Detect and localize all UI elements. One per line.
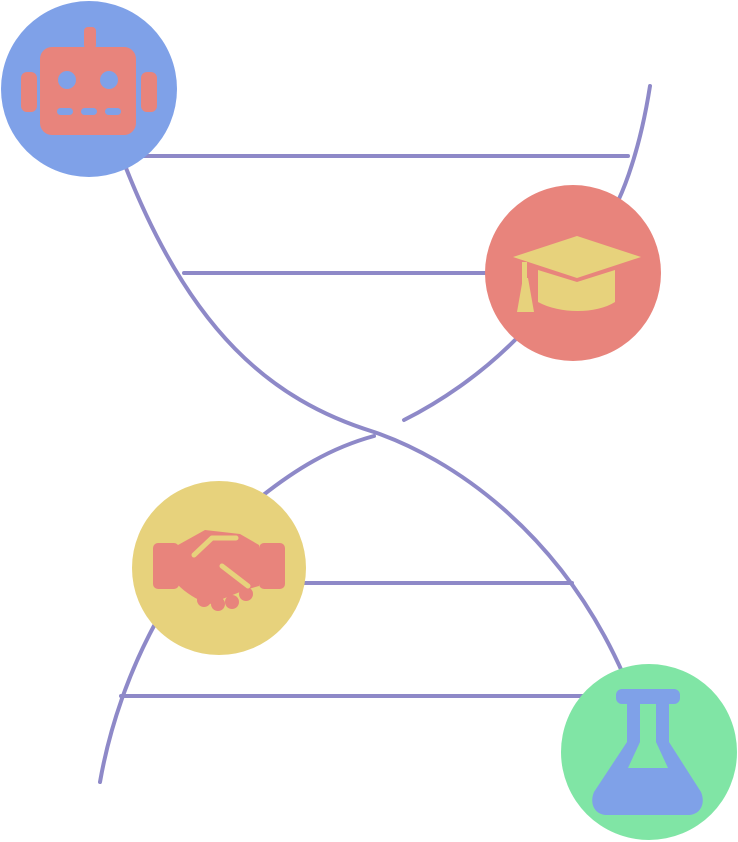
helix-rungs [119, 154, 630, 698]
node-handshake [132, 481, 306, 655]
helix-strand-left-upper [124, 166, 626, 678]
node-robot [1, 1, 177, 177]
node-flask [561, 664, 737, 840]
helix-strand-left-lower [98, 622, 157, 784]
graduation-cap-icon [513, 236, 641, 312]
helix-strand-right-middle [402, 338, 517, 422]
node-graduation [485, 185, 661, 361]
helix-strand-left-lower-top [260, 434, 376, 498]
helix-strands [98, 84, 652, 784]
